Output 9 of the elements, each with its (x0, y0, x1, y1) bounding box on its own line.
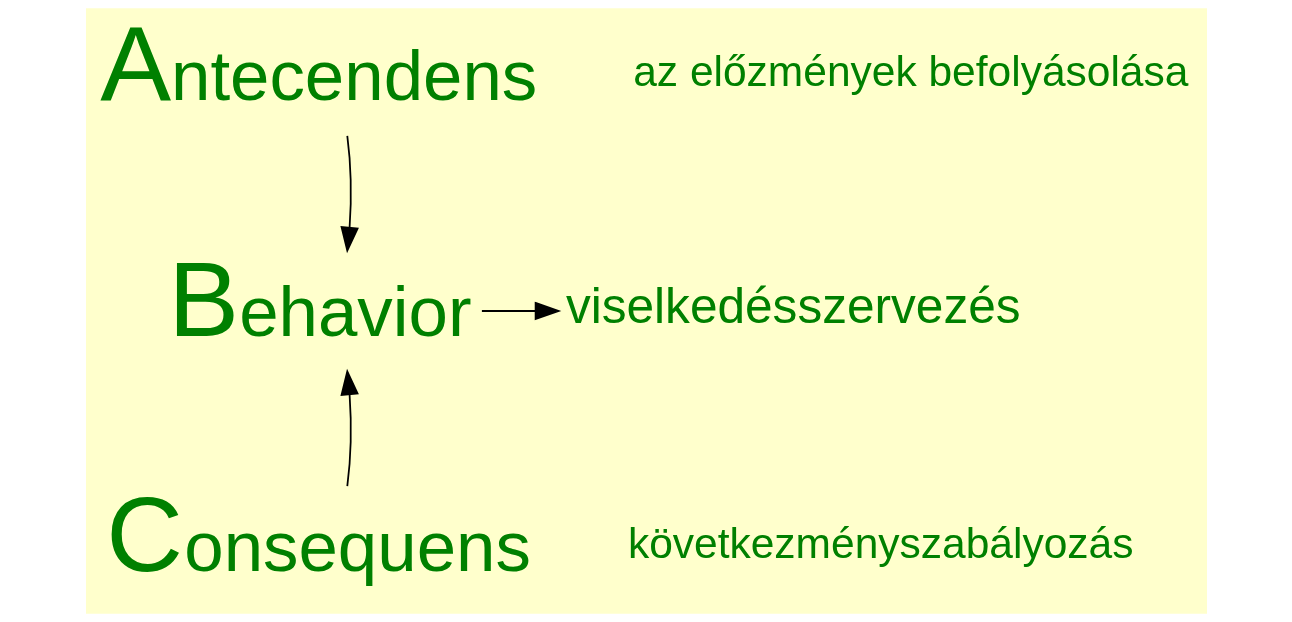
node-label: következményszabályozás (627, 519, 1133, 567)
node-label: az előzmények befolyásolása (632, 48, 1188, 96)
node-text: viselkedésszervezés (565, 278, 1021, 335)
arrow (480, 301, 561, 321)
node-text: Behavior (167, 239, 471, 359)
arrow (339, 368, 359, 488)
arrow (339, 134, 359, 254)
node-text: Antecendens (99, 4, 537, 124)
node-text: Consequens (105, 475, 531, 595)
